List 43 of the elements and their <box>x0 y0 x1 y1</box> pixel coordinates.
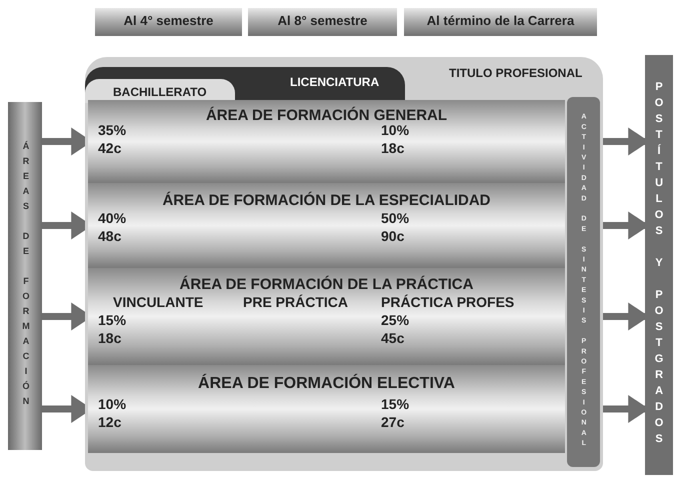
banner-text: ÁREAS DE FORMACIÓN <box>20 141 30 411</box>
column-heading: PRE PRÁCTICA <box>243 295 348 310</box>
stage-header <box>95 8 242 36</box>
area-band <box>88 268 565 365</box>
stage-header <box>404 8 597 36</box>
credit-count: 45c <box>381 331 404 346</box>
percentage-value: 10% <box>98 397 126 412</box>
banner-text: POSTÍTULOS Y POSTGRADOS <box>652 81 666 449</box>
credit-count: 27c <box>381 415 404 430</box>
percentage-value: 35% <box>98 123 126 138</box>
credit-count: 48c <box>98 229 122 244</box>
degree-title: TITULO PROFESIONAL <box>449 67 582 80</box>
credit-count: 42c <box>98 141 122 156</box>
vertical-banner <box>567 97 600 467</box>
column-heading: VINCULANTE <box>113 295 204 310</box>
vertical-banner <box>8 102 42 450</box>
credit-count: 18c <box>98 331 122 346</box>
degree-tab <box>85 67 405 103</box>
area-band <box>88 100 565 183</box>
stage-label: Al 8° semestre <box>276 14 368 28</box>
area-band <box>88 365 565 453</box>
stage-label: Al término de la Carrera <box>426 14 576 28</box>
credit-count: 12c <box>98 415 122 430</box>
vertical-banner <box>645 55 673 475</box>
percentage-value: 10% <box>381 123 410 138</box>
area-heading: ÁREA DE FORMACIÓN DE LA PRÁCTICA <box>178 277 474 294</box>
degree-panel <box>85 57 603 471</box>
percentage-value: 50% <box>381 211 410 226</box>
stage-label: Al 4° semestre <box>122 14 214 28</box>
area-heading: ÁREA DE FORMACIÓN DE LA ESPECIALIDAD <box>161 193 492 210</box>
area-band <box>88 183 565 268</box>
percentage-value: 15% <box>98 313 126 328</box>
area-heading: ÁREA DE FORMACIÓN ELECTIVA <box>197 375 456 393</box>
degree-title: LICENCIATURA <box>290 76 380 90</box>
column-heading: PRÁCTICA PROFES <box>381 295 514 310</box>
stage-header <box>248 8 397 36</box>
credit-count: 18c <box>381 141 404 156</box>
area-heading: ÁREA DE FORMACIÓN GENERAL <box>204 108 448 124</box>
credit-count: 90c <box>381 229 404 244</box>
degree-title: BACHILLERATO <box>113 86 207 100</box>
percentage-value: 25% <box>381 313 410 328</box>
percentage-value: 40% <box>98 211 126 226</box>
percentage-value: 15% <box>381 397 410 412</box>
